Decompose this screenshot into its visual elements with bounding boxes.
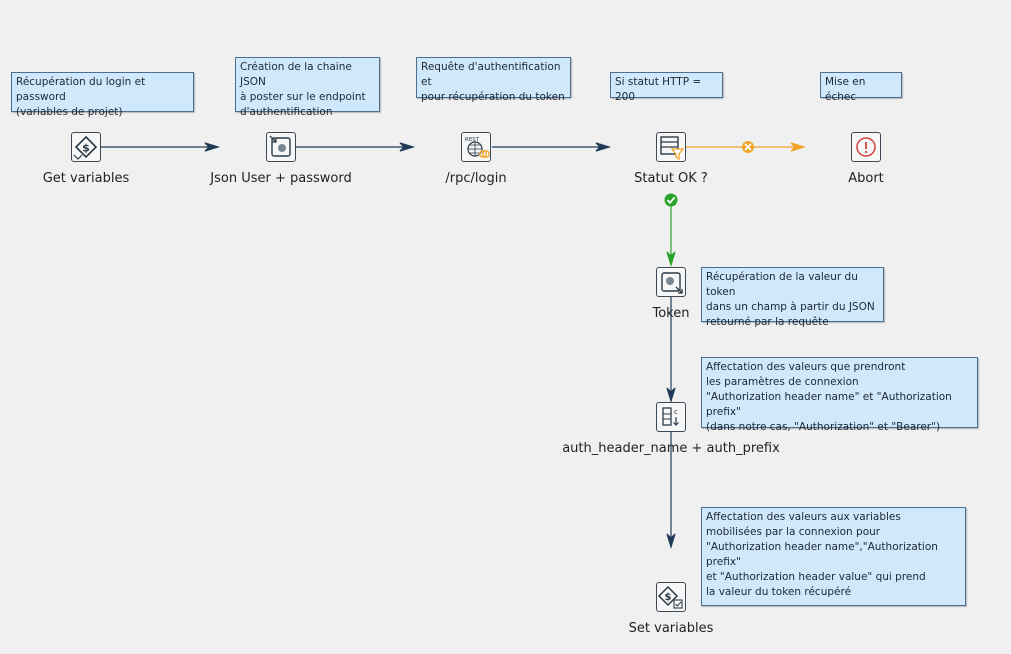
abort-icon	[856, 137, 876, 157]
note-rpc-login[interactable]: Requête d'authentification et pour récup…	[416, 57, 571, 103]
hop-arrow-icon	[790, 142, 807, 152]
step-label-rpc-login: /rpc/login	[445, 171, 507, 186]
step-json-user-password[interactable]	[266, 132, 296, 162]
hop-arrow-icon	[595, 142, 612, 152]
note-statut[interactable]: Si statut HTTP = 200	[610, 72, 723, 103]
true-hop-badge-icon	[664, 193, 678, 207]
step-abort[interactable]	[851, 132, 881, 162]
hop-arrow-icon	[666, 533, 676, 550]
step-statut-ok[interactable]	[656, 132, 686, 162]
step-rpc-login[interactable]: REST	[461, 132, 491, 162]
step-set-variables[interactable]: $	[656, 582, 686, 612]
note-json-user[interactable]: Création de la chaine JSON à poster sur …	[235, 57, 380, 118]
note-get-variables[interactable]: Récupération du login et password (varia…	[11, 72, 194, 118]
error-cross-icon	[744, 143, 752, 151]
step-label-statut-ok: Statut OK ?	[634, 171, 708, 186]
svg-text:$: $	[665, 592, 672, 603]
dollar-diamond-icon: $	[73, 135, 98, 160]
note-token[interactable]: Récupération de la valeur du token dans …	[701, 267, 884, 328]
step-label-json-user-password: Json User + password	[210, 171, 352, 186]
svg-text:c: c	[674, 408, 678, 416]
step-label-auth-header: auth_header_name + auth_prefix	[562, 441, 780, 456]
step-label-get-variables: Get variables	[42, 171, 130, 186]
note-set-variables[interactable]: Affectation des valeurs aux variables mo…	[701, 507, 966, 606]
step-get-variables[interactable]: $	[71, 132, 101, 162]
step-label-token: Token	[652, 306, 690, 321]
step-token[interactable]	[656, 267, 686, 297]
hop-arrow-icon	[666, 387, 676, 404]
check-icon	[666, 196, 676, 205]
step-label-set-variables: Set variables	[628, 621, 714, 636]
hop-arrow-icon	[666, 251, 676, 268]
note-abort[interactable]: Mise en échec	[820, 72, 902, 103]
add-constants-icon: c	[662, 407, 679, 426]
svg-text:REST: REST	[465, 137, 480, 143]
json-output-icon	[661, 272, 683, 294]
svg-text:$: $	[82, 142, 90, 155]
rest-client-icon: REST	[465, 137, 490, 158]
json-input-icon	[269, 135, 291, 157]
note-auth-header[interactable]: Affectation des valeurs que prendront le…	[701, 357, 978, 433]
hop-arrow-icon	[399, 142, 416, 152]
step-auth-header[interactable]: c	[656, 402, 686, 432]
set-variables-icon: $	[657, 585, 683, 609]
filter-rows-icon	[660, 136, 685, 161]
step-label-abort: Abort	[848, 171, 884, 186]
hop-arrow-icon	[204, 142, 221, 152]
